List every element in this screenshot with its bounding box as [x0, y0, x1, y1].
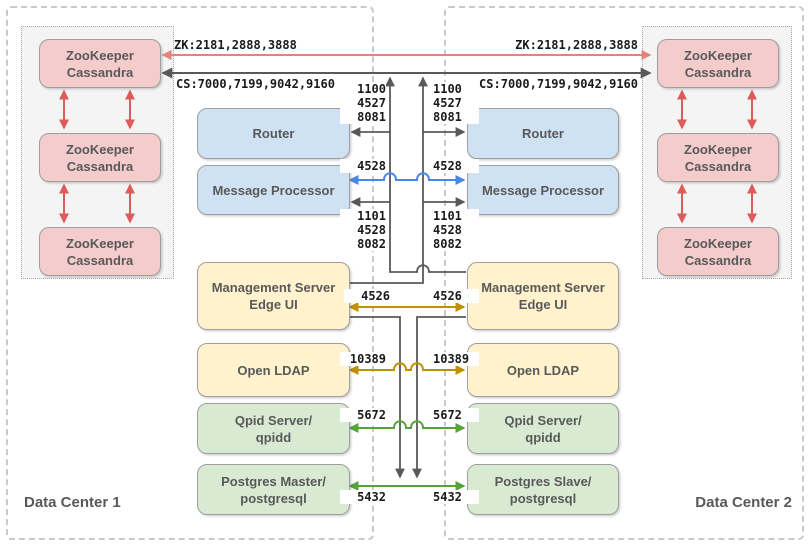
ms-port-right: 4526 — [433, 289, 479, 303]
dc1-router-node: Router — [197, 108, 350, 159]
ldap-port-right: 10389 — [433, 352, 479, 366]
data-center-1-frame — [6, 6, 374, 540]
router-ports-right: 1100 4527 8081 — [433, 82, 479, 124]
mp-ports-right: 1101 4528 8082 — [433, 209, 479, 251]
data-center-2-frame — [444, 6, 804, 540]
mp-bidir-port-right: 4528 — [433, 159, 479, 173]
node-label: ZooKeeper — [66, 47, 134, 63]
cs-ports-label-left: CS:7000,7199,9042,9160 — [176, 77, 335, 91]
dc1-message-processor-node: Message Processor — [197, 165, 350, 215]
dc2-zookeeper-cassandra-node-3: ZooKeeper Cassandra — [657, 227, 779, 276]
node-label: Cassandra — [66, 64, 134, 80]
cs-ports-label-right: CS:7000,7199,9042,9160 — [479, 77, 638, 91]
node-label: Management Server — [211, 280, 336, 295]
node-label: ZooKeeper — [684, 47, 752, 63]
dc2-ms-to-postgres-line — [412, 316, 466, 479]
node-label: Cassandra — [66, 252, 134, 268]
port-label: 4527 — [433, 96, 462, 110]
port-label: 1101 — [357, 209, 386, 223]
dc2-message-processor-node: Message Processor — [467, 165, 619, 215]
node-label: Message Processor — [481, 182, 605, 198]
postgres-port-left: 5432 — [340, 490, 386, 504]
port-label: 4528 — [357, 223, 386, 237]
port-label: 1101 — [433, 209, 462, 223]
dc1-ms-to-postgres-line — [349, 316, 405, 479]
node-label: Router — [252, 126, 295, 141]
dc1-management-server-node: Management Server Edge UI — [197, 262, 350, 330]
port-label: 1100 — [357, 82, 386, 96]
ms-port-left: 4526 — [344, 289, 390, 303]
node-label: Cassandra — [684, 64, 752, 80]
node-label: Qpid Server/ — [234, 412, 313, 428]
dc1-postgres-master-node: Postgres Master/ postgresql — [197, 464, 350, 515]
router-ports-left: 1100 4527 8081 — [340, 82, 386, 124]
dc2-open-ldap-node: Open LDAP — [467, 343, 619, 397]
dc2-zookeeper-cassandra-node-1: ZooKeeper Cassandra — [657, 39, 779, 88]
node-label: Edge UI — [249, 297, 298, 312]
node-label: qpidd — [525, 429, 561, 445]
qpid-port-left: 5672 — [340, 408, 386, 422]
node-label: Message Processor — [212, 182, 335, 198]
node-label: Postgres Master/ — [221, 473, 326, 489]
ldap-port-left: 10389 — [340, 352, 386, 366]
data-center-1-label: Data Center 1 — [24, 494, 121, 511]
node-label: ZooKeeper — [684, 235, 752, 251]
node-label: ZooKeeper — [66, 141, 134, 157]
dc2-zookeeper-cassandra-node-2: ZooKeeper Cassandra — [657, 133, 779, 182]
dc1-zookeeper-cassandra-node-3: ZooKeeper Cassandra — [39, 227, 161, 276]
node-label: Router — [522, 126, 564, 141]
dc1-zookeeper-cassandra-node-1: ZooKeeper Cassandra — [39, 39, 161, 88]
mp-bidir-port-left: 4528 — [340, 159, 386, 173]
port-label: 8081 — [357, 110, 386, 124]
port-label: 4527 — [357, 96, 386, 110]
node-label: Edge UI — [518, 297, 568, 312]
data-center-2-label: Data Center 2 — [695, 494, 792, 511]
node-label: Management Server — [481, 280, 605, 295]
dc1-open-ldap-node: Open LDAP — [197, 343, 350, 397]
node-label: Cassandra — [684, 158, 752, 174]
port-label: 8082 — [433, 237, 462, 251]
node-label: Open LDAP — [506, 362, 580, 378]
postgres-port-right: 5432 — [433, 490, 479, 504]
qpid-link-line — [348, 420, 466, 433]
port-label: 1100 — [433, 82, 462, 96]
node-label: Postgres Slave/ — [494, 473, 592, 489]
message-processor-link-line — [348, 172, 466, 185]
port-label: 8082 — [357, 237, 386, 251]
node-label: qpidd — [255, 429, 292, 445]
dc1-zookeeper-cassandra-node-2: ZooKeeper Cassandra — [39, 133, 161, 182]
port-label: 8081 — [433, 110, 462, 124]
dc2-postgres-slave-node: Postgres Slave/ postgresql — [467, 464, 619, 515]
node-label: postgresql — [240, 490, 307, 506]
node-label: Cassandra — [684, 252, 752, 268]
dc2-qpid-node: Qpid Server/ qpidd — [467, 403, 619, 454]
qpid-port-right: 5672 — [433, 408, 479, 422]
node-label: ZooKeeper — [684, 141, 752, 157]
dc2-router-node: Router — [467, 108, 619, 159]
zk-ports-label-right: ZK:2181,2888,3888 — [515, 38, 638, 52]
dc2-ms-to-dc1-components-line — [385, 76, 466, 273]
port-label: 4528 — [433, 223, 462, 237]
mp-ports-left: 1101 4528 8082 — [340, 209, 386, 251]
dc1-qpid-node: Qpid Server/ qpidd — [197, 403, 350, 454]
dc1-ms-to-dc2-components-line — [350, 76, 428, 284]
zk-ports-label-left: ZK:2181,2888,3888 — [174, 38, 297, 52]
node-label: Open LDAP — [237, 362, 310, 378]
node-label: Qpid Server/ — [504, 412, 582, 428]
dc2-management-server-node: Management Server Edge UI — [467, 262, 619, 330]
node-label: postgresql — [509, 490, 577, 506]
open-ldap-link-line — [348, 362, 466, 375]
node-label: Cassandra — [66, 158, 134, 174]
node-label: ZooKeeper — [66, 235, 134, 251]
